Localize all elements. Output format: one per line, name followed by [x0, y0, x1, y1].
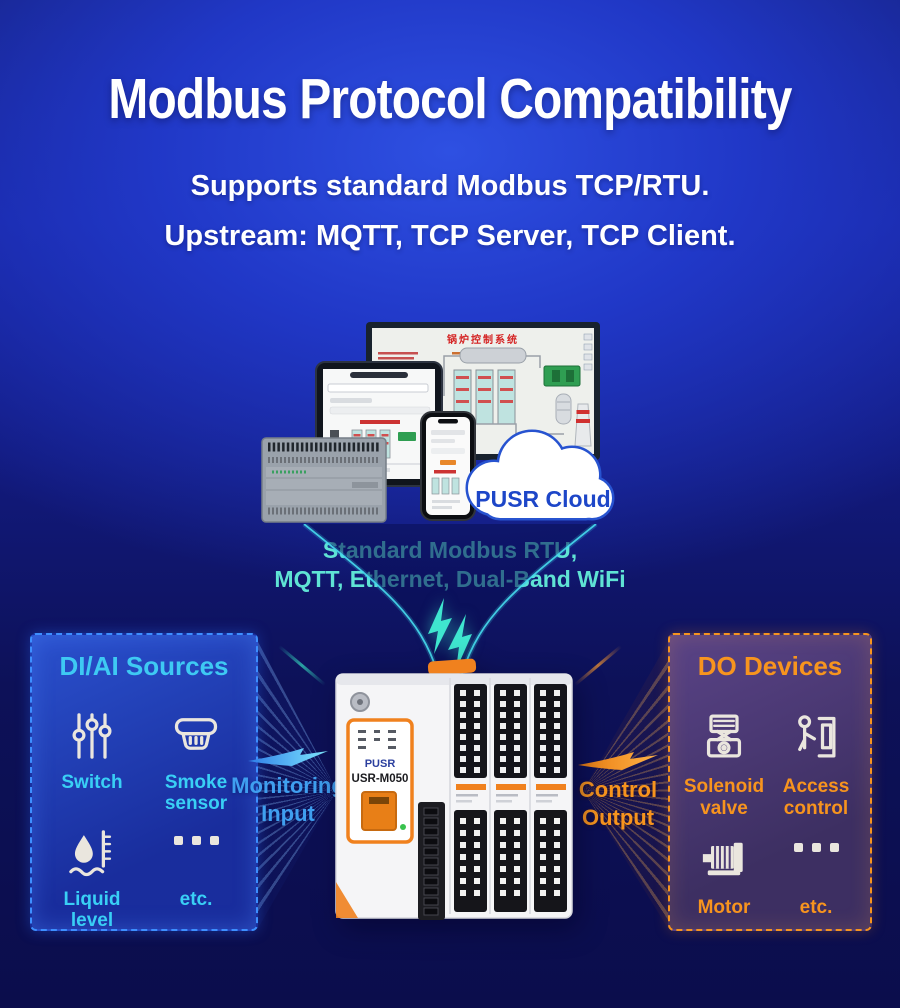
solenoid-valve-label: Solenoid valve — [683, 776, 765, 819]
plc-device — [261, 437, 387, 523]
di-ai-panel-title: DI/AI Sources — [59, 651, 229, 681]
data-sync-icon — [428, 598, 472, 670]
monitoring-input-label-2: Input — [261, 800, 315, 826]
subtitle-line-2: Upstream: MQTT, TCP Server, TCP Client. — [164, 220, 736, 252]
data-funnel — [302, 524, 598, 675]
control-output-arrow: Control Output — [556, 744, 680, 831]
ellipsis-icon — [770, 823, 862, 871]
monitoring-input-arrow: Monitoring Input — [226, 740, 350, 827]
cloud-label: PUSR Cloud — [475, 486, 610, 512]
control-output-label-1: Control — [578, 777, 658, 802]
arrow-swoosh-icon — [578, 752, 658, 770]
do-panel: DO Devices Solenoid valve — [668, 633, 872, 931]
etc-label-right: etc. — [799, 897, 833, 919]
gateway-device: PUSR USR-M050 — [335, 658, 573, 920]
access-control-icon — [770, 702, 862, 764]
switch-label: Switch — [61, 772, 123, 793]
solenoid-valve-icon — [678, 702, 770, 764]
scada-title: 锅炉控制系统 — [447, 333, 519, 346]
smoke-sensor-label: Smoke sensor — [164, 772, 228, 815]
motor-icon — [678, 823, 770, 885]
scada-phone — [420, 411, 476, 521]
control-output-label-2: Output — [581, 804, 655, 830]
di-ai-panel: DI/AI Sources Switch Smoke sensor — [30, 633, 258, 931]
device-cluster-illustration: 锅炉控制系统 — [261, 322, 615, 523]
smoke-sensor-icon — [144, 700, 248, 762]
motor-label: Motor — [697, 897, 751, 919]
etc-label-left: etc. — [179, 888, 213, 910]
gateway-brand: PUSR — [365, 758, 396, 770]
do-panel-title: DO Devices — [697, 651, 843, 681]
monitoring-input-label-1: Monitoring — [231, 773, 345, 798]
io-modules — [449, 678, 567, 914]
sliders-icon — [40, 700, 144, 762]
liquid-level-label: Liquid level — [63, 888, 121, 931]
gateway-model: USR-M050 — [352, 773, 409, 785]
pusr-cloud: PUSR Cloud — [465, 429, 615, 521]
subtitle-line-1: Supports standard Modbus TCP/RTU. — [190, 170, 710, 202]
liquid-level-icon — [40, 817, 144, 879]
page-title: Modbus Protocol Compatibility — [108, 67, 792, 131]
ellipsis-icon — [144, 817, 248, 865]
access-control-label: Access control — [782, 776, 850, 819]
arrow-swoosh-icon — [248, 748, 328, 766]
